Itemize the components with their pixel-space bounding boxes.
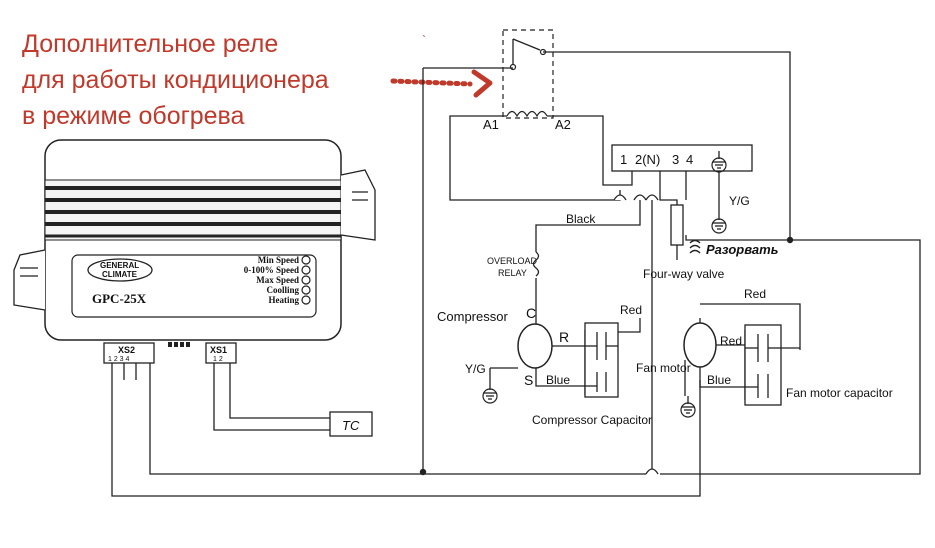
indicator-led <box>301 285 311 295</box>
overload-label-2: RELAY <box>498 268 527 278</box>
fan-blue-label: Blue <box>707 373 731 387</box>
controller-housing <box>13 139 376 364</box>
cut-label: Разорвать <box>706 242 778 257</box>
model-label: GPC-25X <box>92 291 147 306</box>
ground-icon <box>680 395 696 418</box>
compressor-yg-label: Y/G <box>465 362 486 376</box>
indicator-led <box>301 295 311 305</box>
tc-sensor <box>329 411 373 437</box>
compressor-blue-label: Blue <box>546 373 570 387</box>
indicator-led <box>301 255 311 265</box>
indicator-label-max: Max Speed <box>256 275 299 285</box>
ground-icon <box>482 381 498 404</box>
brand-line-1: GENERAL <box>100 261 139 270</box>
fan-motor-label: Fan motor <box>636 361 691 375</box>
tc-sensor-label: TC <box>342 418 360 433</box>
junction-dots <box>419 236 794 476</box>
terminal-label-1: 1 <box>620 152 627 167</box>
annotation-line-3: в режиме обогрева <box>22 102 245 130</box>
fan-motor-capacitor <box>744 324 800 406</box>
compressor-s-label: S <box>524 372 533 388</box>
compressor-r-label: R <box>559 329 569 345</box>
connector-xs1 <box>205 342 237 364</box>
xs2-label: XS2 <box>118 345 135 355</box>
annotation-text: Дополнительное реле для работы кондицион… <box>22 26 329 134</box>
compressor-capacitor-label: Compressor Capacitor <box>532 413 652 427</box>
relay-a2-label: A2 <box>555 117 571 132</box>
break-symbol <box>689 239 701 254</box>
compressor-motor <box>517 323 553 369</box>
indicator-led <box>301 275 311 285</box>
relay <box>502 29 554 119</box>
four-way-valve-label: Four-way valve <box>643 267 725 281</box>
small-mark: ˋ <box>422 33 426 47</box>
indicator-label-heat: Heating <box>269 295 300 305</box>
indicator-label-cool: Coolling <box>266 285 299 295</box>
wire-hops <box>613 194 659 475</box>
terminal-label-2n: 2(N) <box>635 152 660 167</box>
annotation-arrow <box>390 69 493 98</box>
black-wire-label: Black <box>566 212 596 226</box>
connector-xs2 <box>103 342 155 364</box>
indicator-led <box>301 265 311 275</box>
overload-relay-symbol <box>532 251 540 277</box>
indicator-label-var: 0-100% Speed <box>244 265 299 275</box>
fan-red-top-label: Red <box>744 287 766 301</box>
yg-top-label: Y/G <box>729 194 750 208</box>
terminal-label-4: 4 <box>686 152 693 167</box>
overload-label-1: OVERLOAD <box>487 256 538 266</box>
compressor-capacitor <box>584 322 619 398</box>
ground-icon <box>711 211 727 234</box>
brand-line-2: CLIMATE <box>102 270 138 279</box>
relay-a1-label: A1 <box>483 117 499 132</box>
compressor-red-label: Red <box>620 303 642 317</box>
terminal-block <box>611 144 753 173</box>
xs1-pins: 1 2 <box>213 356 223 363</box>
indicator-label-min: Min Speed <box>258 255 299 265</box>
annotation-line-2: для работы кондиционера <box>22 66 329 94</box>
xs2-pins: 1 2 3 4 <box>108 356 130 363</box>
fan-motor <box>683 322 717 368</box>
terminal-label-3: 3 <box>672 152 679 167</box>
wires <box>111 51 921 497</box>
annotation-line-1: Дополнительное реле <box>22 30 279 58</box>
fan-red-label: Red <box>720 334 742 348</box>
fan-capacitor-label: Fan motor capacitor <box>786 386 893 400</box>
xs1-label: XS1 <box>210 345 227 355</box>
four-way-valve-coil <box>670 204 684 246</box>
compressor-label: Compressor <box>437 309 508 324</box>
compressor-c-label: C <box>526 305 536 321</box>
